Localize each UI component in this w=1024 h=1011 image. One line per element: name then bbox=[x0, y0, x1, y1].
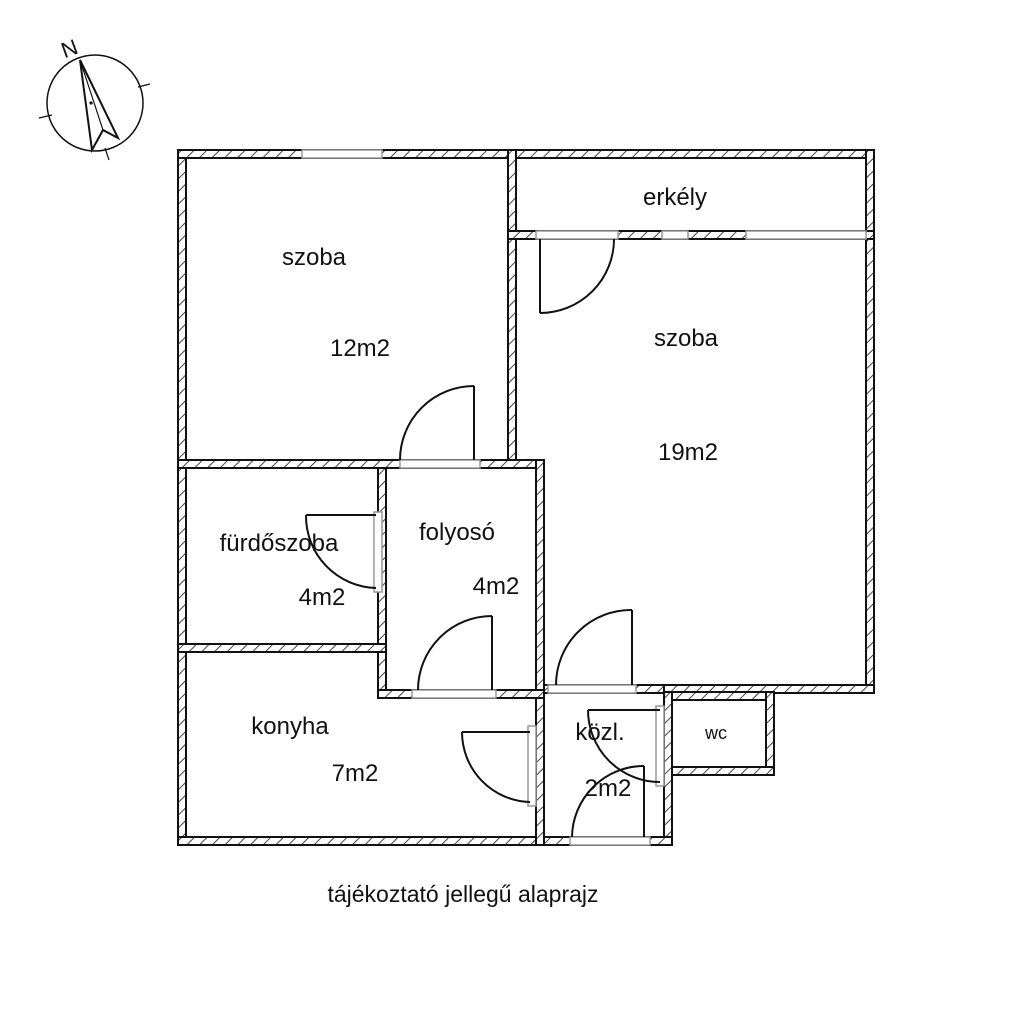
plan-caption: tájékoztató jellegű alaprajz bbox=[327, 881, 598, 907]
room-area-furdoszoba: 4m2 bbox=[299, 584, 346, 611]
room-name-erkely: erkély bbox=[643, 184, 707, 211]
room-name-folyoso: folyosó bbox=[419, 519, 495, 546]
room-area-szoba-large: 19m2 bbox=[658, 439, 718, 466]
room-name-szoba-large: szoba bbox=[654, 325, 719, 352]
room-labels: szoba 12m2 erkély szoba 19m2 fürdőszoba … bbox=[220, 184, 727, 802]
room-area-konyha: 7m2 bbox=[332, 760, 379, 787]
north-arrow-icon: N bbox=[38, 34, 151, 161]
room-name-furdoszoba: fürdőszoba bbox=[220, 530, 339, 557]
doors bbox=[304, 238, 661, 838]
north-letter: N bbox=[58, 34, 81, 63]
room-name-kozl: közl. bbox=[575, 719, 624, 746]
openings bbox=[301, 149, 867, 846]
room-area-kozl: 2m2 bbox=[585, 775, 632, 802]
room-name-szoba-small: szoba bbox=[282, 244, 347, 271]
room-area-folyoso: 4m2 bbox=[473, 573, 520, 600]
room-name-konyha: konyha bbox=[251, 713, 329, 740]
room-name-wc: wc bbox=[704, 723, 727, 743]
room-area-szoba-small: 12m2 bbox=[330, 335, 390, 362]
